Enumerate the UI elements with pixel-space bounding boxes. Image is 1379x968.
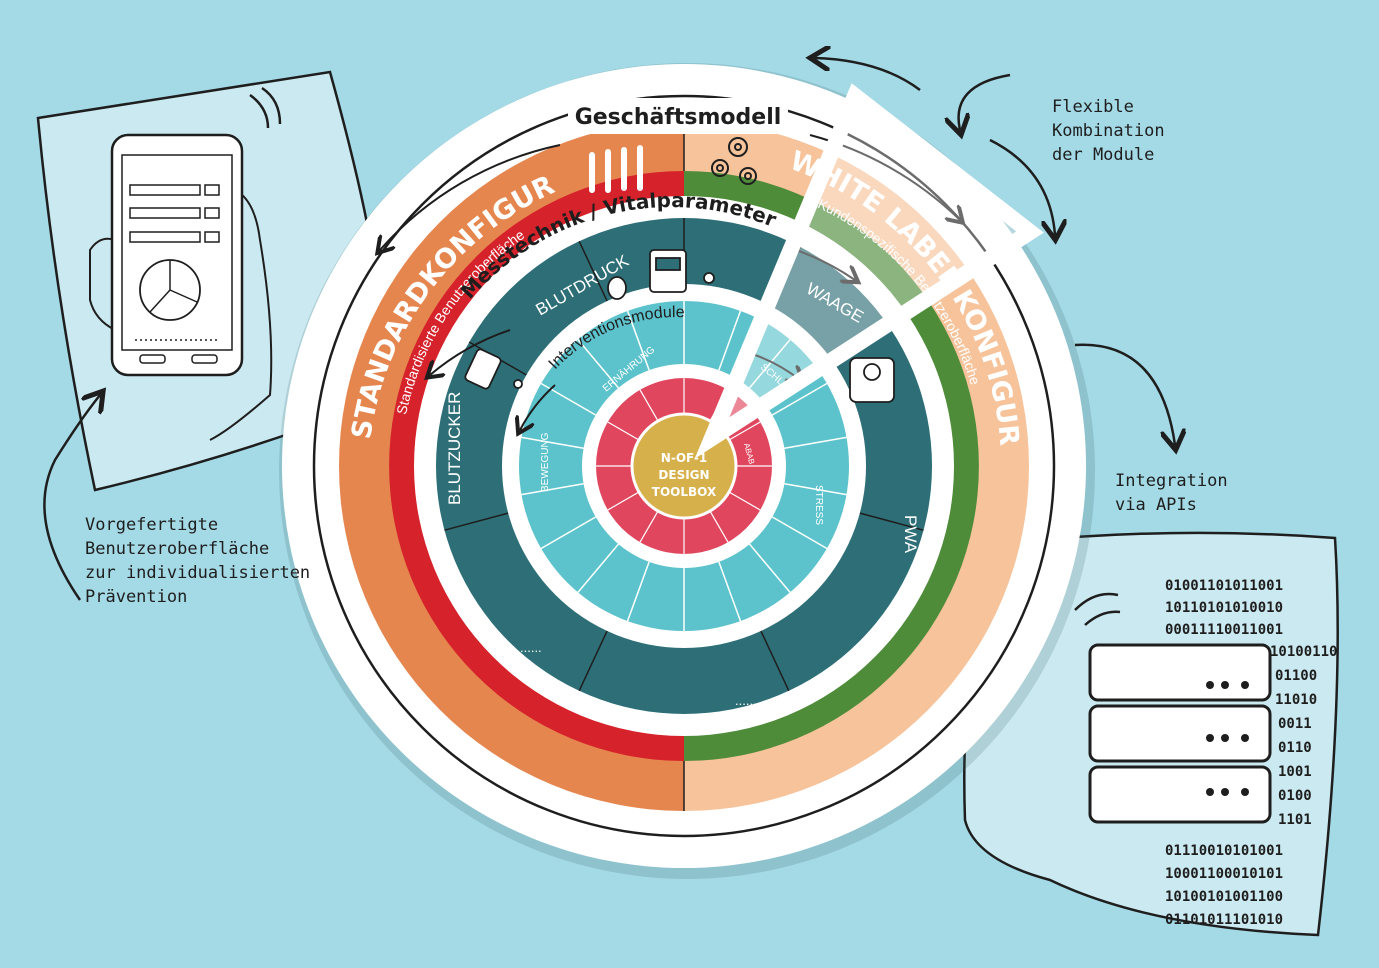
svg-text:Benutzeroberfläche: Benutzeroberfläche: [85, 539, 269, 559]
segment-divider: [578, 630, 608, 692]
segment-divider: [577, 543, 620, 593]
binary-line: 1101: [1278, 812, 1312, 828]
arrow-rotate-down: [959, 73, 1011, 130]
vibration-icon: [249, 86, 282, 129]
measure-more-2: ......: [735, 693, 757, 708]
svg-text:Flexible: Flexible: [1052, 97, 1134, 117]
segment-divider: [607, 421, 640, 441]
measure-more-1: ......: [520, 640, 542, 655]
signal-icon: [1074, 592, 1121, 626]
segment-divider: [859, 512, 924, 531]
segment-divider: [784, 436, 847, 450]
toolbox-line-2: DESIGN: [658, 468, 709, 482]
highlight-wedge: [712, 96, 1030, 438]
arrow-rotate-right: [989, 138, 1055, 235]
segment-divider: [728, 491, 761, 511]
binary-line: 10110101010010: [1165, 600, 1283, 616]
segment-divider: [444, 512, 509, 531]
arrow-to-phone: [43, 395, 100, 601]
blood-pressure-monitor-icon: [607, 249, 715, 300]
segment-divider: [760, 630, 790, 692]
svg-text:der Module: der Module: [1052, 145, 1154, 165]
business-ring: [312, 94, 1056, 838]
note-flexible: Flexible Kombination der Module: [1052, 97, 1165, 165]
server-icon: [1088, 643, 1272, 824]
bewegung-label[interactable]: BEWEGUNG: [540, 432, 551, 492]
binary-code: 01001101011001 10110101010010 000111100110…: [1165, 578, 1337, 928]
tally-marks-icon: [589, 145, 643, 193]
segment-divider: [771, 382, 828, 416]
svg-text:zur individualisierten: zur individualisierten: [85, 563, 310, 583]
binary-line: 01001101011001: [1165, 578, 1283, 594]
svg-text:Integration: Integration: [1115, 471, 1228, 491]
scale-icon: [849, 357, 895, 403]
toolbox-line-3: TOOLBOX: [652, 485, 717, 499]
segment-divider: [784, 482, 847, 496]
segment-divider: [748, 339, 791, 389]
binary-line: 0110: [1278, 740, 1312, 756]
highlight-wedge-frame: [694, 83, 1044, 459]
binary-line: 01100: [1275, 668, 1317, 684]
segment-divider: [639, 389, 659, 422]
segment-divider: [748, 543, 791, 593]
binary-line: 11010: [1275, 692, 1317, 708]
segment-divider: [718, 561, 742, 622]
segment-divider: [577, 339, 620, 389]
stress-label[interactable]: STRESS: [813, 485, 824, 525]
server-card: 01001101011001 10110101010010 000111100110…: [963, 531, 1339, 937]
arrow-rotate-left: [815, 58, 921, 92]
svg-text:via APIs: via APIs: [1115, 495, 1197, 515]
gears-icon: [711, 137, 757, 185]
phone-card: [36, 70, 374, 492]
segment-divider: [718, 310, 742, 371]
segment-divider: [521, 436, 584, 450]
binary-line: 10100101001100: [1165, 889, 1283, 905]
svg-text:Vorgefertigte: Vorgefertigte: [85, 515, 218, 535]
binary-line: 01110010101001: [1165, 843, 1283, 859]
business-label-bg: [568, 98, 788, 134]
binary-line: 1001: [1278, 764, 1312, 780]
binary-line: 01101011101010: [1165, 912, 1283, 928]
binary-line: 0011: [1278, 716, 1312, 732]
segment-divider: [607, 491, 640, 511]
segment-divider: [709, 510, 729, 543]
segment-divider: [578, 240, 608, 302]
segment-divider: [540, 516, 597, 550]
svg-text:Prävention: Prävention: [85, 587, 187, 607]
business-model-label: Geschäftsmodell: [575, 105, 782, 130]
smartphone-icon: [89, 133, 273, 441]
binary-line: 10100110: [1270, 644, 1337, 660]
svg-text:Kombination: Kombination: [1052, 121, 1165, 141]
binary-line: 00011110011001: [1165, 622, 1283, 638]
note-integration: Integration via APIs: [1115, 471, 1228, 515]
pwa-label[interactable]: PWA: [901, 515, 920, 554]
segment-divider: [626, 310, 650, 371]
glucose-meter-icon: [464, 348, 523, 390]
hand-arrows: [43, 58, 1175, 601]
segment-divider: [626, 561, 650, 622]
arrow-to-server: [1074, 343, 1175, 445]
segment-divider: [639, 510, 659, 543]
blutzucker-label[interactable]: BLUTZUCKER: [445, 392, 464, 505]
note-prefab-ui: Vorgefertigte Benutzeroberfläche zur ind…: [85, 515, 310, 607]
segment-divider: [521, 482, 584, 496]
segment-divider: [771, 516, 828, 550]
binary-line: 10001100010101: [1165, 866, 1283, 882]
binary-line: 0100: [1278, 788, 1312, 804]
segment-divider: [728, 421, 761, 441]
toolbox-line-1: N-OF-1: [661, 451, 707, 465]
